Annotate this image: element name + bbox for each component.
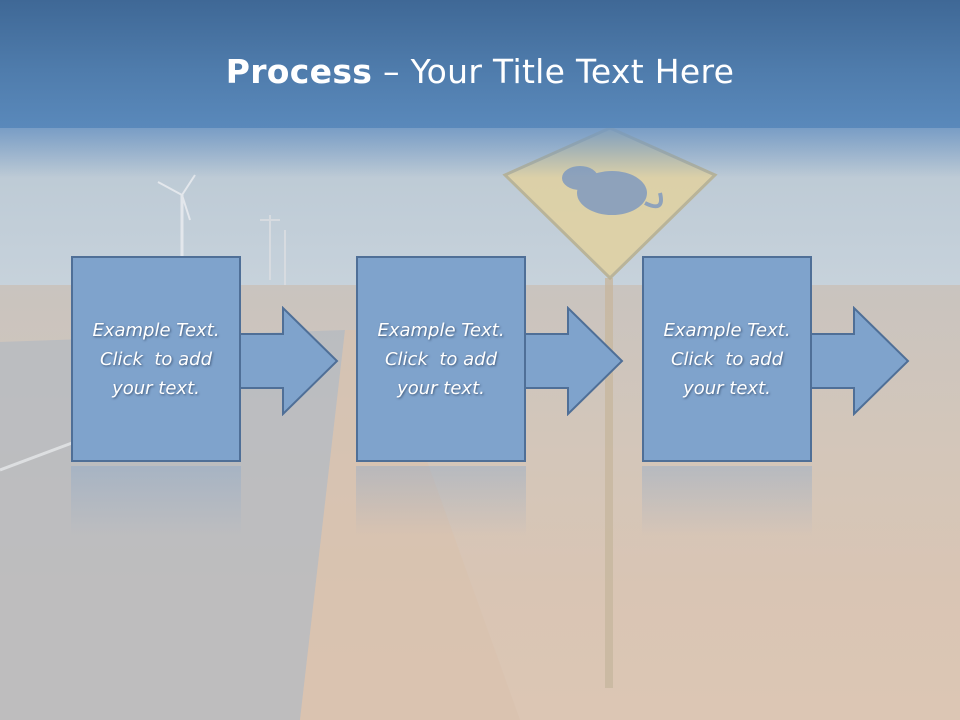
step-text: Example Text. Click to add your text. — [81, 316, 231, 403]
step-box[interactable]: Example Text. Click to add your text. — [642, 256, 812, 462]
right-arrow-icon — [524, 306, 624, 416]
step-text-line: Example Text. — [663, 319, 791, 341]
step-text-line: Example Text. — [92, 319, 220, 341]
title-band — [0, 0, 960, 128]
step-text-line: your text. — [683, 377, 771, 399]
title-fade — [0, 128, 960, 178]
step-reflection — [71, 466, 241, 536]
right-arrow-icon — [810, 306, 910, 416]
title-bold: Process — [225, 52, 373, 91]
process-step-2[interactable]: Example Text. Click to add your text. — [356, 256, 624, 536]
step-text-line: your text. — [112, 377, 200, 399]
step-text-line: Click to add — [384, 348, 497, 370]
step-box[interactable]: Example Text. Click to add your text. — [71, 256, 241, 462]
step-text-line: your text. — [397, 377, 485, 399]
process-step-3[interactable]: Example Text. Click to add your text. — [642, 256, 910, 536]
step-text-line: Click to add — [670, 348, 783, 370]
right-arrow-icon — [239, 306, 339, 416]
process-step-1[interactable]: Example Text. Click to add your text. — [71, 256, 339, 536]
step-text-line: Click to add — [99, 348, 212, 370]
title-rest: – Your Title Text Here — [372, 52, 735, 91]
slide-title[interactable]: Process – Your Title Text Here — [0, 52, 960, 91]
step-reflection — [642, 466, 812, 536]
step-text: Example Text. Click to add your text. — [652, 316, 802, 403]
step-reflection — [356, 466, 526, 536]
step-box[interactable]: Example Text. Click to add your text. — [356, 256, 526, 462]
step-text: Example Text. Click to add your text. — [366, 316, 516, 403]
step-text-line: Example Text. — [377, 319, 505, 341]
wind-turbine-icon — [157, 174, 286, 285]
